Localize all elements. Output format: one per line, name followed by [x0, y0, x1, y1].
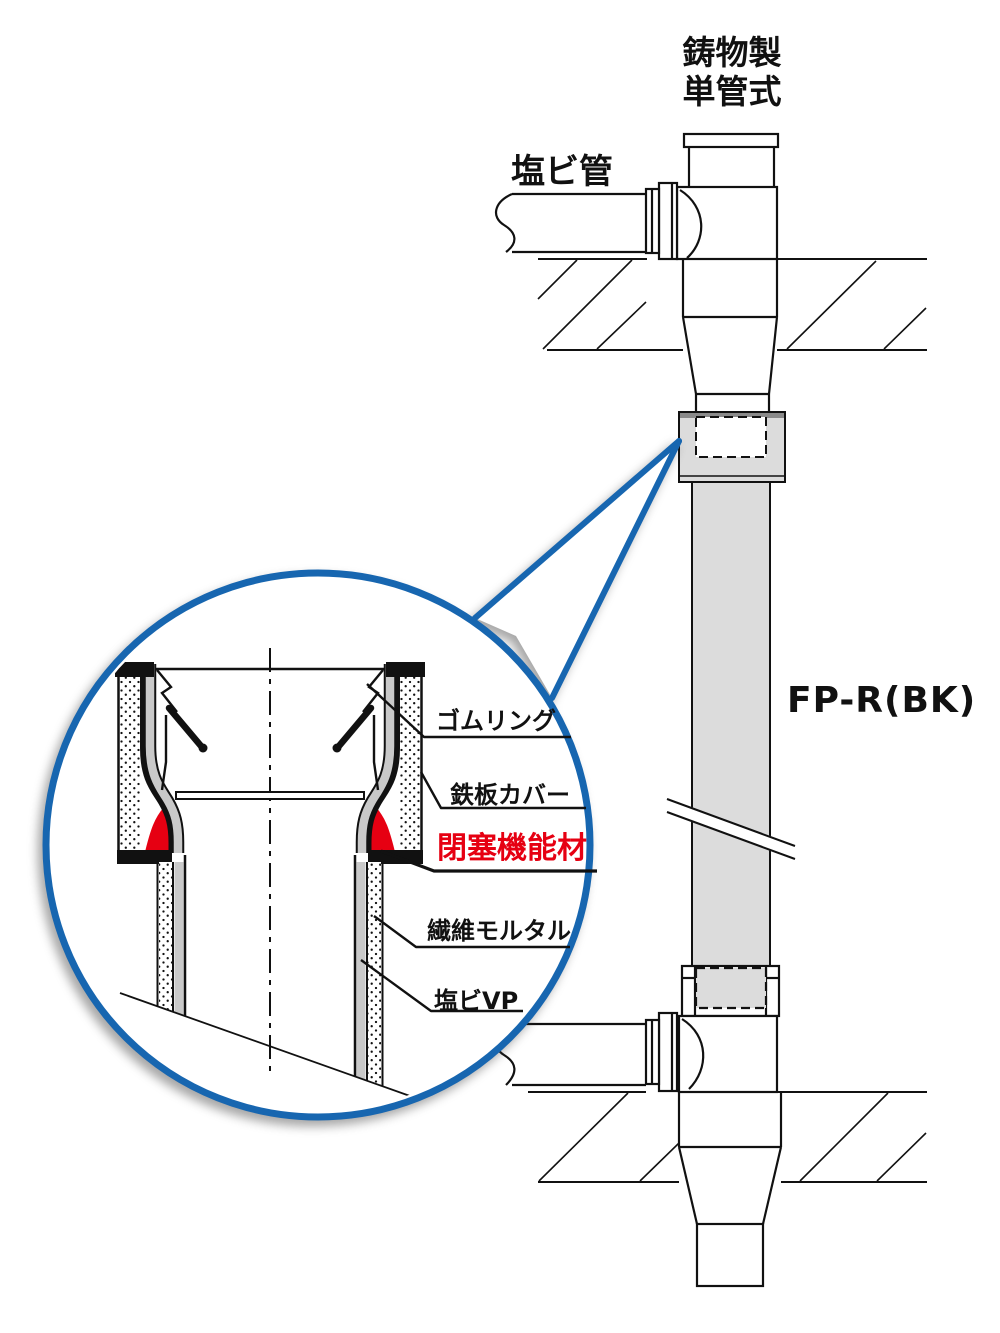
leader-lines — [360, 683, 597, 1013]
upper-tee-body — [675, 185, 779, 261]
section-cut-line — [119, 992, 411, 1097]
lower-floor-slab — [528, 1091, 927, 1183]
label-fiber-mortar: 繊維モルタル — [427, 917, 571, 945]
fiber-mortar-fill — [399, 677, 420, 850]
label-pvc-vp: 塩ビVP — [434, 987, 519, 1015]
lower-branch-curve — [681, 1018, 705, 1090]
upper-floor-slab — [537, 258, 927, 351]
upper-tee-assembly — [494, 132, 780, 261]
label-rubber-ring: ゴムリング — [436, 707, 556, 735]
lower-tee-assembly — [494, 964, 781, 1094]
upper-branch-curve — [679, 189, 703, 259]
pipe-break-symbol — [667, 798, 795, 860]
hidden-pipe-in-hub — [694, 966, 768, 1010]
fireproof-pipe-fpr — [666, 411, 796, 967]
steel-cover-top-cap — [386, 662, 425, 677]
upper-hub-rim — [682, 132, 780, 149]
spigot-bottom-edge — [175, 791, 365, 800]
label-sealing-material: 閉塞機能材 — [437, 831, 587, 866]
vp-pipe-layer — [174, 862, 184, 1107]
label-pvc-pipe: 塩ビ管 — [511, 152, 613, 192]
vp-pipe-layer — [356, 862, 366, 1107]
lower-floor-sleeve — [677, 1092, 783, 1288]
leader-sealing-material — [380, 849, 597, 873]
fiber-mortar-layer — [368, 862, 381, 1107]
leader-fiber-mortar — [373, 915, 570, 949]
label-cast-iron-line2: 単管式 — [682, 71, 782, 111]
vp-pipe-gray-liner — [357, 664, 395, 853]
callout-tail — [475, 441, 679, 698]
pipe-break-curve — [494, 192, 516, 253]
label-product-code: FP-R(BK) — [787, 680, 977, 721]
rubber-ring-wedge — [335, 704, 375, 750]
upper-floor-sleeve — [681, 259, 779, 412]
label-steel-plate-cover: 鉄板カバー — [450, 781, 570, 809]
leader-steel-cover — [419, 771, 586, 810]
leader-rubber-ring — [366, 683, 571, 739]
bottom-pipe-end — [695, 1222, 765, 1288]
fpr-pipe-body — [691, 481, 771, 967]
leader-pvc-vp — [360, 959, 523, 1013]
hidden-socket-outline — [695, 416, 767, 458]
lower-tee-body — [677, 1014, 779, 1094]
floor-hatching — [537, 259, 927, 350]
label-cast-iron-single-pipe: 鋳物製 単管式 — [652, 33, 812, 112]
socket-wall — [366, 664, 400, 853]
label-cast-iron-line1: 鋳物製 — [682, 33, 782, 72]
spigot-wall — [372, 715, 380, 791]
floor-hatching — [538, 1092, 927, 1182]
